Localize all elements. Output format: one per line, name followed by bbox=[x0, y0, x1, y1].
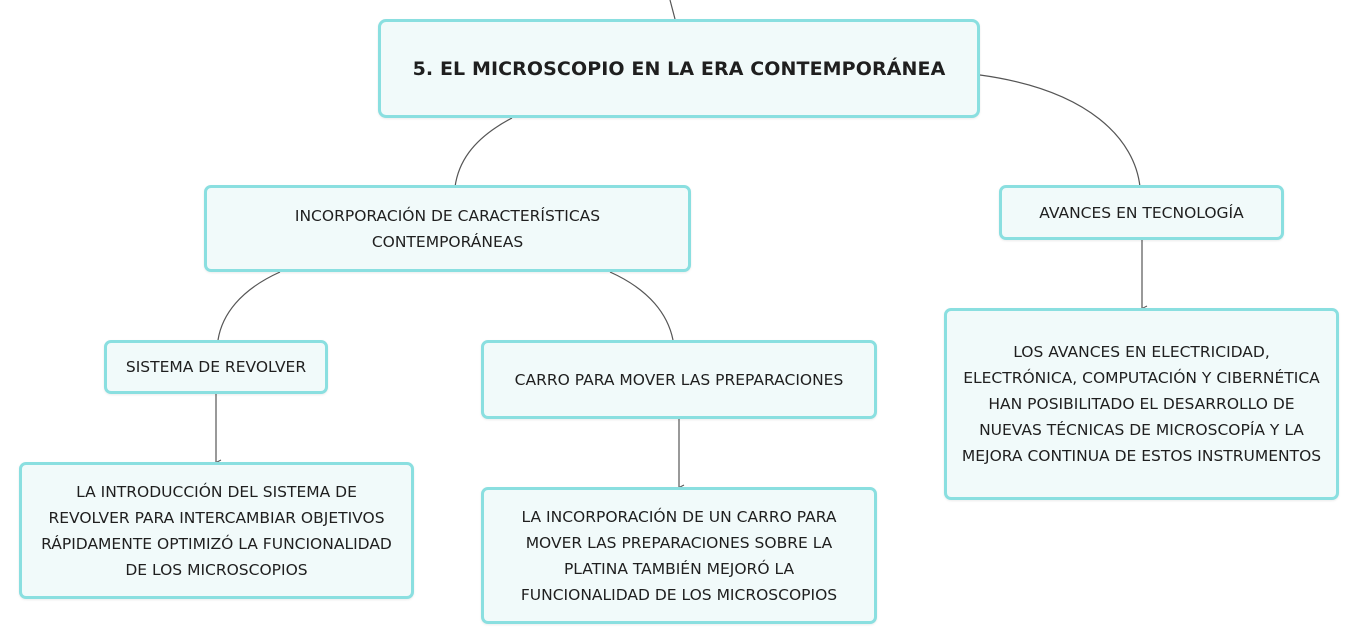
node-tech-label: AVANCES EN TECNOLOGÍA bbox=[1039, 203, 1244, 222]
connector-features-revolver bbox=[217, 271, 281, 341]
node-root-label: 5. EL MICROSCOPIO EN LA ERA CONTEMPORÁNE… bbox=[412, 57, 946, 80]
connector-root-tech bbox=[979, 74, 1141, 188]
connector-root-features bbox=[454, 117, 513, 188]
node-carro-label: CARRO PARA MOVER LAS PREPARACIONES bbox=[514, 370, 844, 389]
node-carro[interactable]: CARRO PARA MOVER LAS PREPARACIONES bbox=[481, 340, 877, 419]
node-features-label: INCORPORACIÓN DE CARACTERÍSTICAS CONTEMP… bbox=[294, 206, 601, 251]
node-root[interactable]: 5. EL MICROSCOPIO EN LA ERA CONTEMPORÁNE… bbox=[378, 19, 980, 118]
node-revolver-desc[interactable]: LA INTRODUCCIÓN DEL SISTEMA DE REVOLVER … bbox=[19, 462, 414, 599]
node-tech[interactable]: AVANCES EN TECNOLOGÍA bbox=[999, 185, 1284, 240]
node-tech-desc-label: LOS AVANCES EN ELECTRICIDAD, ELECTRÓNICA… bbox=[961, 343, 1322, 465]
node-carro-desc[interactable]: LA INCORPORACIÓN DE UN CARRO PARA MOVER … bbox=[481, 487, 877, 624]
connector-features-carro bbox=[609, 271, 674, 341]
node-revolver[interactable]: SISTEMA DE REVOLVER bbox=[104, 340, 328, 394]
connector-incoming bbox=[669, 0, 676, 20]
node-carro-desc-label: LA INCORPORACIÓN DE UN CARRO PARA MOVER … bbox=[520, 507, 838, 604]
node-revolver-desc-label: LA INTRODUCCIÓN DEL SISTEMA DE REVOLVER … bbox=[41, 482, 392, 579]
node-tech-desc[interactable]: LOS AVANCES EN ELECTRICIDAD, ELECTRÓNICA… bbox=[944, 308, 1339, 500]
node-revolver-label: SISTEMA DE REVOLVER bbox=[125, 358, 307, 376]
node-features[interactable]: INCORPORACIÓN DE CARACTERÍSTICAS CONTEMP… bbox=[204, 185, 691, 272]
